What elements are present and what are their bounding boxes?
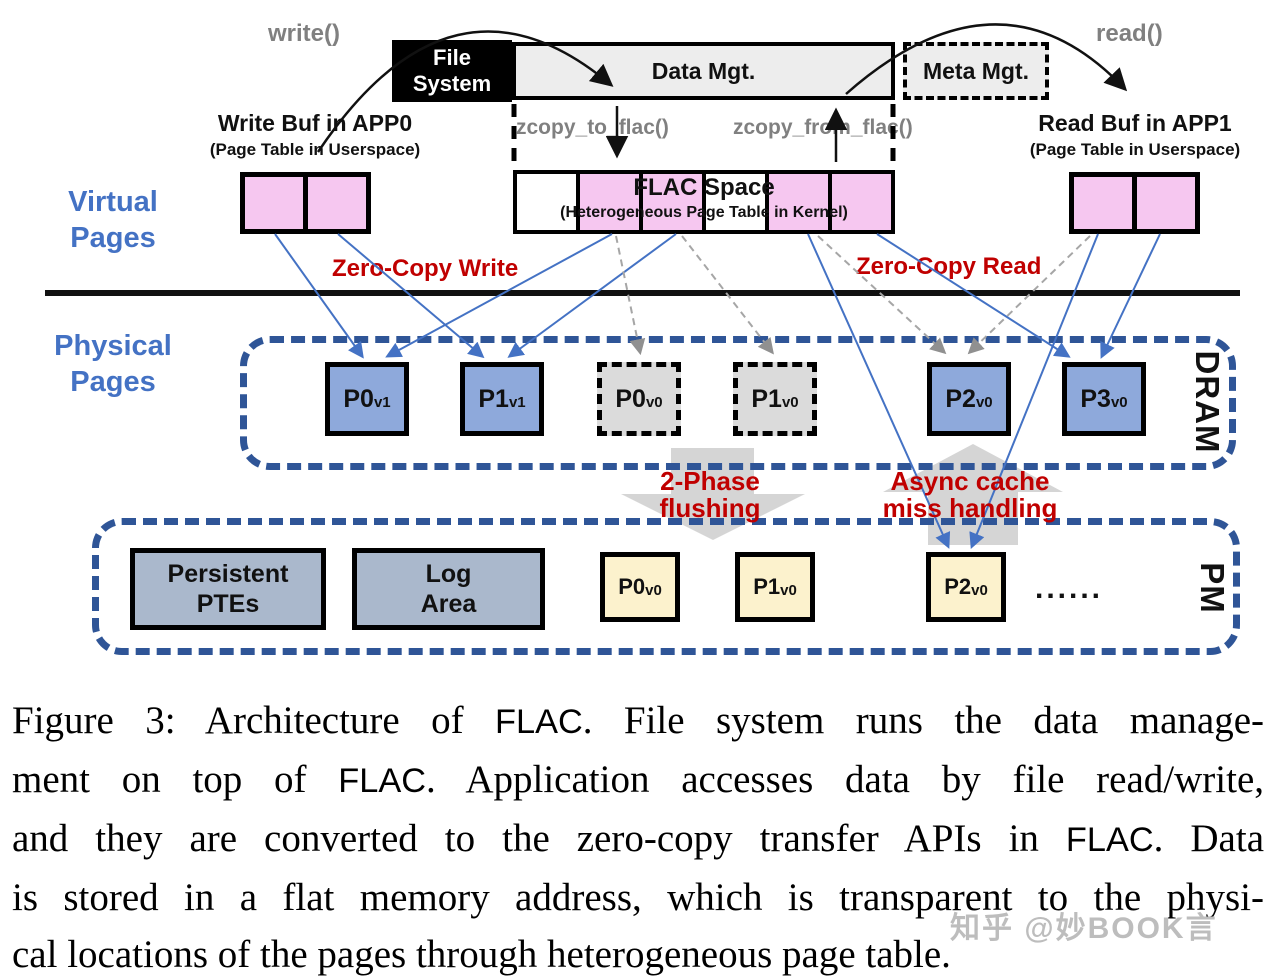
- physical-pages-line2: Pages: [70, 366, 156, 398]
- pm-ellipsis: ......: [1035, 572, 1104, 605]
- flac-space-title: FLAC Space: [633, 174, 775, 201]
- two-phase-flushing-down-arrow: [621, 448, 805, 540]
- caption-line: and they are converted to the zero-copy …: [12, 817, 1265, 860]
- page-version: v0: [971, 581, 988, 599]
- page-name: P3: [1080, 384, 1111, 413]
- page-version: v0: [645, 393, 663, 411]
- virtual-pages-line1: Virtual: [68, 186, 158, 218]
- page-version: v1: [508, 393, 526, 411]
- log-line1: Log: [425, 560, 472, 588]
- file-system-line1: File: [433, 45, 471, 70]
- watermark: 知乎 @妙BOOK言: [950, 912, 1218, 945]
- caption-line: is stored in a flat memory address, whic…: [12, 876, 1264, 919]
- caption-line: Figure 3: Architecture of FLAC. File sys…: [12, 699, 1264, 742]
- physical-pages-line1: Physical: [54, 330, 172, 362]
- page-name: P0: [343, 384, 374, 413]
- miss-line1: Async cache: [890, 466, 1050, 496]
- ptes-line2: PTEs: [196, 590, 260, 618]
- read-buf-title: Read Buf in APP1: [1038, 110, 1232, 136]
- data-mgt-label: Data Mgt.: [651, 57, 756, 84]
- page-name: P1: [751, 384, 782, 413]
- log-line2: Area: [420, 590, 477, 618]
- virtual-pages-label: Virtual Pages: [28, 184, 198, 256]
- meta-mgt-label: Meta Mgt.: [922, 57, 1030, 84]
- log-area-box: Log Area: [352, 548, 545, 630]
- two-phase-flushing-label: 2-Phase flushing: [620, 468, 800, 522]
- file-system-line2: System: [412, 71, 492, 96]
- page-name: P2: [945, 384, 976, 413]
- miss-line2: miss handling: [882, 493, 1058, 523]
- write-buf-pages: [240, 172, 371, 234]
- virtual-pages-line2: Pages: [70, 222, 156, 254]
- figure-caption: Figure 3: Architecture of FLAC. File sys…: [12, 692, 1264, 978]
- pm-label: PM: [1194, 562, 1231, 614]
- data-mgt-box: Data Mgt.: [512, 42, 895, 100]
- page-version: v0: [645, 581, 662, 599]
- dram-label: DRAM: [1189, 350, 1226, 454]
- read-buf-page-1: [1132, 172, 1200, 234]
- write-buf-page-1: [303, 172, 371, 234]
- page-name: P2: [944, 574, 972, 599]
- file-system-box: File System: [392, 40, 512, 102]
- meta-mgt-box: Meta Mgt.: [903, 42, 1049, 100]
- flush-line2: flushing: [659, 493, 761, 523]
- page-version: v0: [1110, 393, 1128, 411]
- page-name: P1: [478, 384, 509, 413]
- page-name: P0: [615, 384, 646, 413]
- read-buf-pages: [1069, 172, 1200, 234]
- page-version: v0: [780, 581, 797, 599]
- caption-line: ment on top of FLAC. Application accesse…: [12, 758, 1264, 801]
- persistent-ptes-box: Persistent PTEs: [130, 548, 326, 630]
- flush-line1: 2-Phase: [660, 466, 760, 496]
- flac-space-subtitle: (Heterogeneous Page Table in Kernel): [560, 204, 848, 221]
- read-buf-subtitle: (Page Table in Userspace): [1029, 140, 1241, 159]
- pm-container: [92, 518, 1240, 655]
- page-version: v1: [373, 393, 391, 411]
- read-buf-page-0: [1069, 172, 1137, 234]
- async-cache-miss-label: Async cache miss handling: [870, 468, 1070, 522]
- page-name: P0: [618, 574, 646, 599]
- flac-cell-3: [702, 170, 769, 234]
- ptes-line1: Persistent: [167, 560, 289, 588]
- write-buf-page-0: [240, 172, 308, 234]
- page-version: v0: [781, 393, 799, 411]
- page-name: P1: [753, 574, 781, 599]
- caption-line: cal locations of the pages through heter…: [12, 933, 951, 976]
- flac-cell-5: [828, 170, 895, 234]
- page-version: v0: [975, 393, 993, 411]
- zcopy-from-flac-label: zcopy_from_flac(): [733, 116, 913, 139]
- flac-space-box: [513, 170, 895, 234]
- flac-cell-4: [765, 170, 832, 234]
- physical-pages-label: Physical Pages: [28, 328, 198, 400]
